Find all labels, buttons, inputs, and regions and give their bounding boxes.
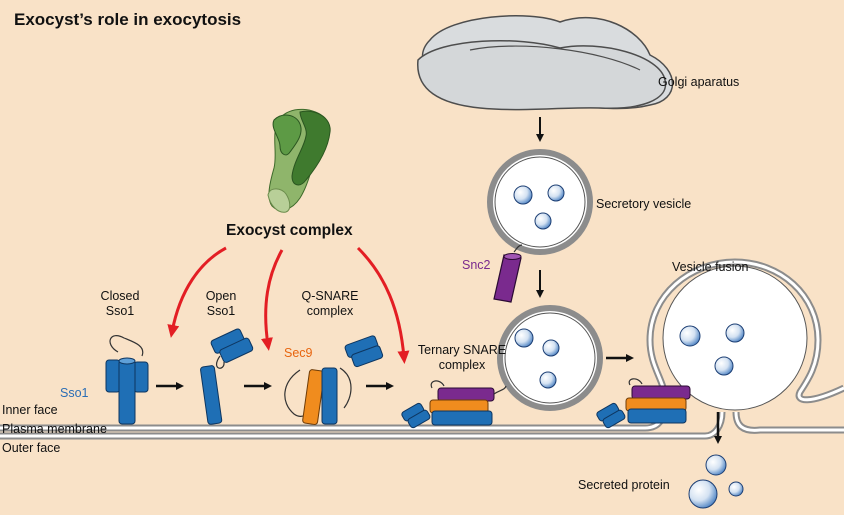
secreted-protein-label: Secreted protein — [578, 478, 670, 492]
ternary-snare-line1: Ternary SNARE — [417, 343, 507, 357]
docking-vesicle — [497, 305, 603, 411]
diagram-title: Exocyst’s role in exocytosis — [14, 10, 242, 29]
q-snare-protein — [284, 335, 384, 425]
q-snare-line1: Q-SNARE — [301, 289, 359, 303]
exocyst-red-arrows — [167, 246, 410, 364]
ternary-snare-line2: complex — [438, 358, 486, 372]
inner-face-label: Inner face — [2, 403, 58, 417]
fusion-snare-protein — [596, 378, 691, 429]
golgi-apparatus — [417, 15, 674, 111]
exocyst-complex-shape — [267, 108, 331, 213]
open-sso1-label: Open Sso1 — [206, 289, 237, 319]
q-snare-label: Q-SNARE complex — [302, 289, 359, 319]
secretory-vesicle-label: Secretory vesicle — [596, 197, 692, 211]
open-sso1-protein — [200, 328, 254, 425]
ternary-snare-label: Ternary SNARE complex — [418, 343, 506, 373]
snc2-label: Snc2 — [462, 258, 491, 272]
secreted-protein-particles — [688, 454, 744, 509]
ternary-snare-protein — [401, 380, 507, 429]
closed-sso1-protein — [105, 335, 149, 425]
exocyst-complex-label: Exocyst complex — [226, 222, 353, 239]
q-snare-line2: complex — [306, 304, 354, 318]
fusing-vesicle — [662, 265, 808, 411]
closed-sso1-line1: Closed — [100, 289, 140, 303]
outer-face-label: Outer face — [2, 441, 61, 455]
open-sso1-line1: Open — [205, 289, 237, 303]
open-sso1-line2: Sso1 — [206, 304, 236, 318]
closed-sso1-line2: Sso1 — [105, 304, 135, 318]
sso1-label: Sso1 — [60, 386, 89, 400]
secretory-vesicle — [487, 149, 593, 255]
process-arrows — [156, 354, 722, 444]
snc2-protein — [493, 244, 523, 303]
vesicle-fusion-label: Vesicle fusion — [672, 260, 749, 274]
plasma-membrane-label: Plasma membrane — [2, 422, 107, 436]
golgi-label: Golgi aparatus — [658, 75, 740, 89]
closed-sso1-label: Closed Sso1 — [101, 289, 140, 319]
sec9-label: Sec9 — [284, 346, 313, 360]
